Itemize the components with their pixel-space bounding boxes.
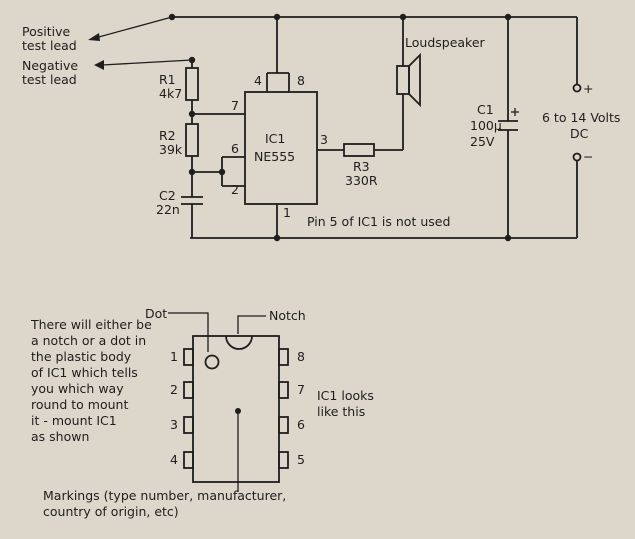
negative-test-lead	[101, 59, 193, 66]
pin-number-6: 6	[297, 417, 305, 432]
loudspeaker-label: Loudspeaker	[405, 35, 486, 50]
note-line-4: of IC1 which tells	[31, 365, 138, 380]
c1-voltage: 25V	[470, 134, 495, 149]
note-line-7: it - mount IC1	[31, 413, 117, 428]
pin8-label: 8	[297, 73, 305, 88]
r3-label: R3	[353, 159, 370, 174]
supply-voltage-label: 6 to 14 Volts	[542, 110, 620, 125]
markings-line-2: country of origin, etc)	[43, 504, 179, 519]
ic-package-body	[192, 335, 280, 483]
note-line-1: There will either be	[30, 317, 152, 332]
pin-number-4: 4	[170, 452, 178, 467]
r3-resistor	[343, 143, 375, 157]
ic-package-drawing: Dot Notch 1 2 3 4 8 7 6 5 There will eit…	[30, 306, 374, 519]
positive-sign: +	[583, 81, 593, 96]
r1-label: R1	[159, 72, 176, 87]
notch-icon	[225, 335, 253, 350]
c2-label: C2	[159, 188, 176, 203]
negative-lead-label-1: Negative	[22, 58, 78, 73]
ic1-label: IC1	[265, 131, 285, 146]
r1-resistor	[185, 67, 199, 101]
package-pin-7	[278, 381, 289, 399]
markings-line-1: Markings (type number, manufacturer,	[43, 488, 286, 503]
r2-resistor	[185, 123, 199, 157]
c2-value: 22n	[156, 202, 180, 217]
positive-test-lead	[94, 16, 173, 39]
negative-lead-label-2: test lead	[22, 72, 77, 87]
r2-value: 39k	[159, 142, 183, 157]
pin4-label: 4	[254, 73, 262, 88]
pin-number-8: 8	[297, 349, 305, 364]
c1-label: C1	[477, 102, 494, 117]
pin7-label: 7	[231, 98, 239, 113]
pin3-label: 3	[320, 132, 328, 147]
package-pin-1	[183, 348, 194, 366]
pin-number-2: 2	[170, 382, 178, 397]
pin5-note: Pin 5 of IC1 is not used	[307, 214, 450, 229]
note-line-8: as shown	[31, 429, 89, 444]
pin-number-3: 3	[170, 417, 178, 432]
positive-lead-label-1: Positive	[22, 24, 70, 39]
package-pin-2	[183, 381, 194, 399]
pin-number-7: 7	[297, 382, 305, 397]
notch-label: Notch	[269, 308, 306, 323]
notch-leader-line	[237, 315, 266, 334]
note-line-3: the plastic body	[31, 349, 132, 364]
r2-label: R2	[159, 128, 176, 143]
pin6-label: 6	[231, 141, 239, 156]
pin-number-5: 5	[297, 452, 305, 467]
pin-number-1: 1	[170, 349, 178, 364]
negative-lead-arrow	[94, 60, 104, 70]
looks-like-line-2: like this	[317, 404, 365, 419]
package-pin-3	[183, 416, 194, 434]
ic1-type: NE555	[254, 149, 295, 164]
r3-value: 330R	[345, 173, 378, 188]
pin1-label: 1	[283, 205, 291, 220]
note-line-6: round to mount	[31, 397, 128, 412]
schematic: Positive test lead Negative test lead R1…	[22, 13, 620, 242]
ic1-body	[244, 91, 318, 205]
supply-dc-label: DC	[570, 126, 589, 141]
package-pin-4	[183, 451, 194, 469]
dot-leader-line	[168, 312, 209, 352]
dot-icon	[204, 354, 220, 370]
package-pin-5	[278, 451, 289, 469]
positive-terminal	[572, 83, 582, 93]
r1-value: 4k7	[159, 86, 182, 101]
package-pin-6	[278, 416, 289, 434]
loudspeaker	[396, 65, 410, 95]
package-pin-8	[278, 348, 289, 366]
c1-value: 100µ	[470, 118, 502, 133]
note-line-2: a notch or a dot in	[31, 333, 146, 348]
pin2-label: 2	[231, 182, 239, 197]
positive-lead-arrow	[88, 33, 100, 41]
note-line-5: you which way	[31, 381, 124, 396]
negative-sign: −	[583, 149, 593, 164]
dot-label: Dot	[145, 306, 167, 321]
looks-like-line-1: IC1 looks	[317, 388, 374, 403]
positive-lead-label-2: test lead	[22, 38, 77, 53]
negative-terminal	[572, 152, 582, 162]
